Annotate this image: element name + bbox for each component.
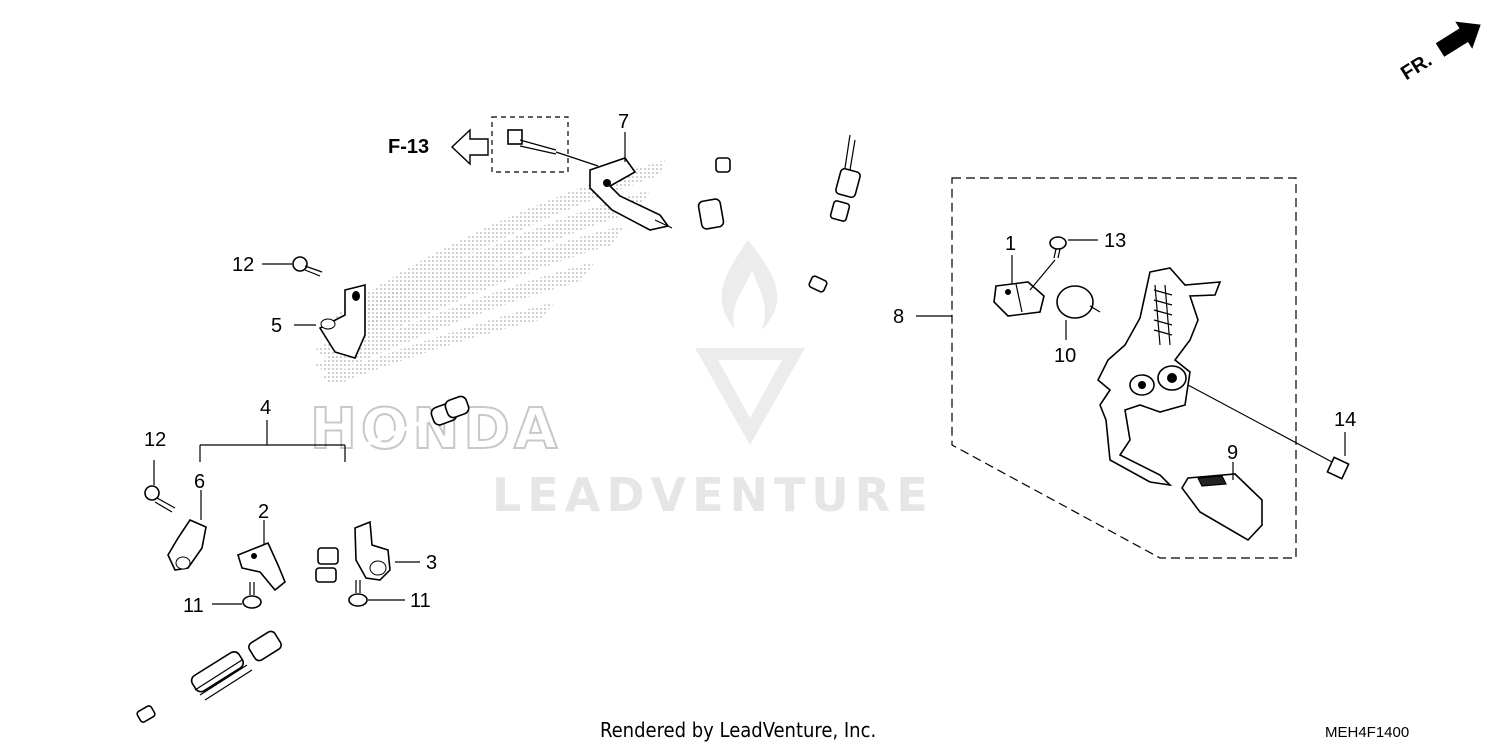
bolt-part-12-lower — [144, 485, 176, 513]
callout-6: 6 — [194, 471, 205, 493]
lever-assembly — [1097, 267, 1222, 487]
throttle-cable — [136, 33, 878, 723]
bolt-reference-box — [491, 116, 569, 173]
leader-13-down — [1029, 259, 1056, 291]
honda-wing-watermark — [315, 160, 665, 385]
bracket-part-2 — [237, 541, 286, 592]
callout-11-left: 11 — [183, 595, 204, 617]
clamp-part-6 — [167, 518, 207, 571]
assembly-8-outline — [951, 177, 1297, 559]
bracket-part-5 — [318, 283, 366, 359]
callout-9: 9 — [1227, 442, 1238, 464]
bracket-part-7 — [589, 157, 673, 231]
bolt-part-12-upper — [292, 256, 323, 277]
callout-4: 4 — [260, 397, 271, 419]
leadventure-logo-watermark — [695, 240, 805, 445]
bolt-part-11-left — [242, 582, 262, 609]
bolt-icon — [507, 129, 557, 155]
front-direction-arrow: FR. — [1397, 21, 1481, 85]
callout-13: 13 — [1104, 230, 1126, 252]
callout-12-lower: 12 — [144, 429, 166, 451]
callout-5: 5 — [271, 315, 282, 337]
knob-part-10 — [1056, 285, 1101, 319]
bolt-part-11-right — [348, 580, 368, 607]
footer-credit: Rendered by LeadVenture, Inc. — [600, 718, 876, 742]
callout-8: 8 — [893, 306, 904, 328]
grip-part-9 — [1181, 473, 1263, 542]
reference-arrow-icon — [450, 128, 489, 166]
leader-4-group — [199, 420, 346, 462]
callout-11-right: 11 — [410, 590, 431, 612]
clamp-part-3 — [354, 520, 391, 581]
callout-3: 3 — [426, 552, 437, 574]
diagram-code: MEH4F1400 — [1325, 724, 1409, 741]
callout-1: 1 — [1005, 233, 1016, 255]
front-label: FR. — [1397, 49, 1436, 85]
screw-part-13 — [1049, 236, 1067, 259]
bolt-part-14 — [1187, 384, 1350, 480]
front-arrow-icon — [1435, 21, 1481, 57]
callout-7: 7 — [618, 111, 629, 133]
callout-10: 10 — [1054, 345, 1076, 367]
part-1-block — [993, 281, 1045, 317]
callout-2: 2 — [258, 501, 269, 523]
leadventure-watermark-text: LEADVENTURE — [492, 468, 934, 522]
leader-bolt — [555, 151, 599, 167]
reference-label: F-13 — [388, 136, 429, 158]
callout-14: 14 — [1334, 409, 1356, 431]
callout-12-upper: 12 — [232, 254, 254, 276]
